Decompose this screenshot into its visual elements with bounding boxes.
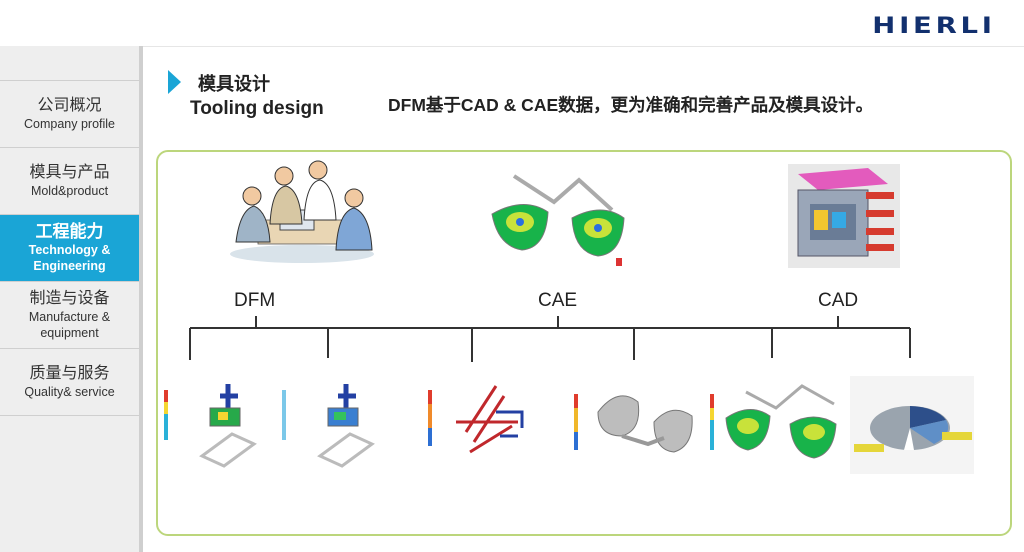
sidebar-item-label-zh: 模具与产品 bbox=[29, 164, 110, 181]
sidebar-item-quality-service[interactable]: 质量与服务 Quality& service bbox=[0, 349, 139, 416]
play-arrow-icon bbox=[168, 70, 181, 94]
cae-simulation-image bbox=[491, 174, 625, 266]
sidebar-item-label-en: Quality& service bbox=[24, 385, 115, 399]
dfm-simulation-thumb-1 bbox=[162, 372, 272, 472]
sidebar-item-mold-product[interactable]: 模具与产品 Mold&product bbox=[0, 148, 139, 215]
sidebar-item-label-zh: 公司概况 bbox=[37, 97, 102, 114]
runner-simulation-thumb bbox=[426, 372, 536, 472]
sidebar-item-label-en: Manufacture & equipment bbox=[28, 310, 111, 340]
sidebar-item-label-en: Mold&product bbox=[30, 184, 109, 198]
sidebar-item-label-zh: 制造与设备 bbox=[29, 290, 110, 307]
section-title-en: Tooling design bbox=[190, 98, 324, 119]
sidebar-item-label-zh: 工程能力 bbox=[35, 222, 104, 241]
fill-time-simulation-thumb bbox=[706, 374, 846, 474]
branch-label-cae: CAE bbox=[538, 290, 578, 311]
sidebar-nav: 公司概况 Company profile 模具与产品 Mold&product … bbox=[0, 46, 143, 552]
sidebar-item-label-en: Company profile bbox=[23, 117, 115, 131]
sidebar-item-label-zh: 质量与服务 bbox=[29, 365, 110, 382]
team-meeting-illustration bbox=[230, 160, 374, 263]
section-subtitle: DFM基于CAD & CAE数据，更为准确和完善产品及模具设计。 bbox=[388, 95, 874, 115]
cad-mold-image bbox=[788, 164, 900, 268]
branch-label-cad: CAD bbox=[818, 290, 859, 311]
sidebar-item-label-en: Technology & Engineering bbox=[28, 243, 111, 273]
sidebar-item-manufacture-equipment[interactable]: 制造与设备 Manufacture & equipment bbox=[0, 282, 139, 349]
dfm-simulation-thumb-2 bbox=[280, 372, 390, 472]
branch-tree-lines bbox=[189, 316, 911, 362]
sidebar-spacer bbox=[0, 46, 139, 81]
hierli-logo: HIERLI bbox=[872, 14, 996, 39]
section-title-zh: 模具设计 bbox=[198, 74, 270, 94]
analysis-pie-chart-thumb bbox=[850, 376, 974, 474]
part-deflection-thumb bbox=[568, 372, 698, 472]
top-bar: HIERLI bbox=[0, 0, 1024, 47]
sidebar-item-technology-engineering[interactable]: 工程能力 Technology & Engineering bbox=[0, 215, 139, 282]
branch-label-dfm: DFM bbox=[234, 290, 276, 311]
content-panel: DFM CAE CAD bbox=[156, 150, 1012, 536]
sidebar-item-company-profile[interactable]: 公司概况 Company profile bbox=[0, 81, 139, 148]
